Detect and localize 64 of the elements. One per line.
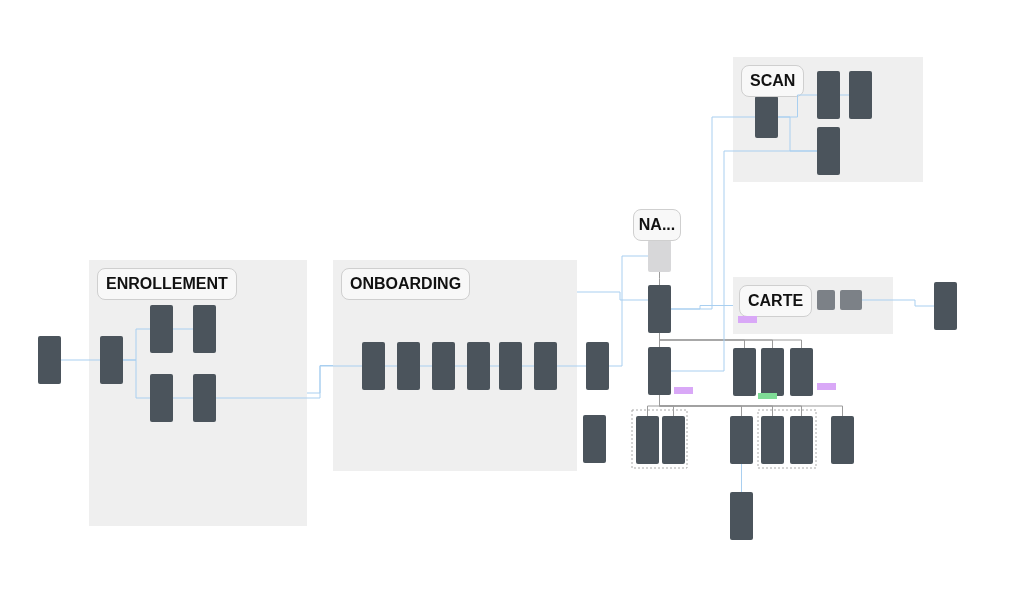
screen-mockup bbox=[790, 348, 813, 396]
screen-mockup bbox=[849, 71, 872, 119]
screen-mockup bbox=[583, 415, 606, 463]
section-title: ENROLLEMENT bbox=[97, 268, 237, 300]
screen-mockup bbox=[733, 348, 756, 396]
connector bbox=[454, 365, 468, 367]
connector bbox=[670, 150, 818, 372]
section-panel bbox=[89, 260, 307, 526]
screen-mockup bbox=[817, 127, 840, 175]
screen-mockup bbox=[636, 416, 659, 464]
screen-mockup bbox=[100, 336, 123, 384]
connector bbox=[60, 359, 101, 361]
section-panel bbox=[333, 260, 577, 471]
screen-mockup bbox=[761, 416, 784, 464]
screen-mockup bbox=[499, 342, 522, 390]
screen-mockup bbox=[761, 348, 784, 396]
connector bbox=[608, 255, 649, 367]
section-title: SCAN bbox=[741, 65, 805, 97]
connector bbox=[659, 271, 660, 286]
connector bbox=[659, 339, 802, 349]
screen-mockup bbox=[586, 342, 609, 390]
connector bbox=[419, 365, 433, 367]
screen-mockup bbox=[534, 342, 557, 390]
connector bbox=[839, 94, 850, 96]
screen-mockup bbox=[934, 282, 957, 330]
connector bbox=[670, 116, 756, 310]
screen-mockup bbox=[840, 290, 862, 310]
screen-mockup bbox=[362, 342, 385, 390]
screen-mockup bbox=[662, 416, 685, 464]
connector bbox=[576, 291, 649, 301]
screen-mockup bbox=[38, 336, 61, 384]
connector bbox=[122, 359, 151, 399]
screen-mockup bbox=[790, 416, 813, 464]
connector bbox=[489, 365, 500, 367]
connector bbox=[215, 365, 363, 399]
screen-mockup bbox=[730, 416, 753, 464]
connector bbox=[384, 365, 398, 367]
connector bbox=[659, 394, 843, 417]
screen-mockup bbox=[755, 96, 778, 138]
screen-mockup bbox=[467, 342, 490, 390]
connector bbox=[741, 463, 742, 493]
screen-mockup bbox=[193, 374, 216, 422]
connector bbox=[521, 365, 535, 367]
screen-mockup bbox=[831, 416, 854, 464]
screen-mockup bbox=[817, 290, 835, 310]
screen-mockup bbox=[648, 347, 671, 395]
screen-mockup bbox=[648, 285, 671, 333]
screen-mockup bbox=[648, 240, 671, 272]
screen-mockup bbox=[150, 305, 173, 353]
screen-mockup bbox=[432, 342, 455, 390]
connector bbox=[172, 397, 194, 399]
section-title: CARTE bbox=[739, 285, 813, 317]
connector bbox=[172, 328, 194, 330]
section-title: ONBOARDING bbox=[341, 268, 471, 300]
screen-mockup bbox=[730, 492, 753, 540]
connector bbox=[861, 299, 935, 307]
screen-mockup bbox=[397, 342, 420, 390]
connector bbox=[556, 365, 587, 367]
section-panel bbox=[733, 277, 893, 334]
screen-mockup bbox=[817, 71, 840, 119]
section-panel bbox=[733, 57, 923, 182]
screen-mockup bbox=[193, 305, 216, 353]
section-title: NA... bbox=[633, 209, 681, 241]
screen-mockup bbox=[150, 374, 173, 422]
